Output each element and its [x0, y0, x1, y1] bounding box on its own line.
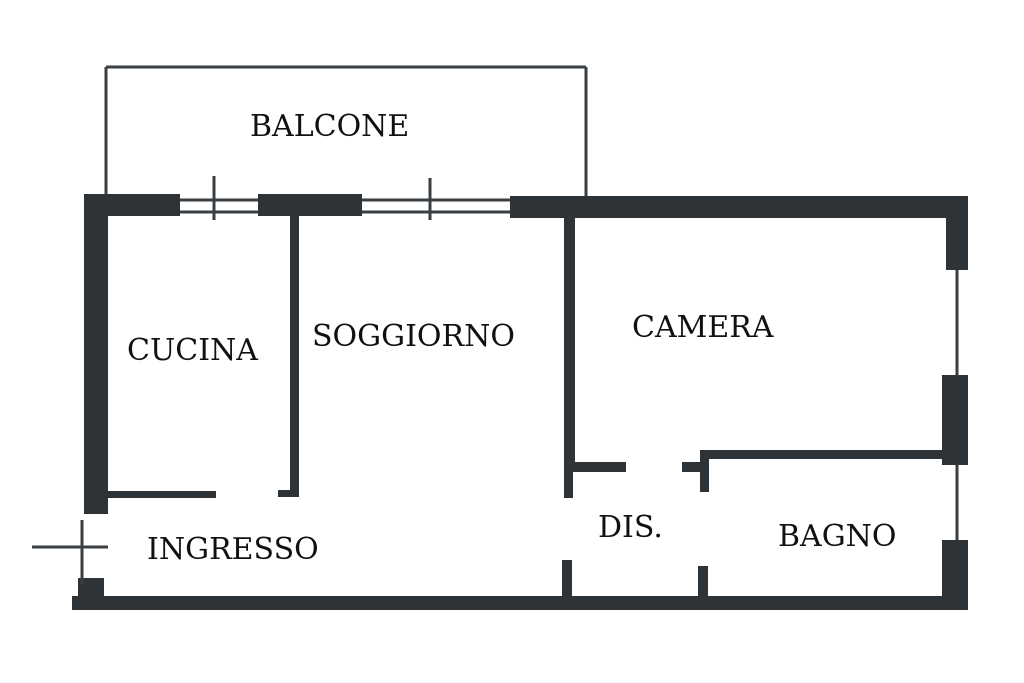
entrance-door	[32, 520, 108, 584]
room-label-ingresso: INGRESSO	[147, 532, 319, 567]
room-label-cucina: CUCINA	[127, 333, 258, 368]
room-label-balcone: BALCONE	[250, 109, 409, 144]
room-label-soggiorno: SOGGIORNO	[312, 319, 515, 354]
room-label-bagno: BAGNO	[778, 519, 897, 554]
room-label-camera: CAMERA	[632, 310, 774, 345]
interior-walls	[108, 216, 946, 604]
balcony-outline	[104, 65, 588, 198]
room-label-dis: DIS.	[598, 510, 663, 545]
top-windows	[180, 176, 510, 220]
